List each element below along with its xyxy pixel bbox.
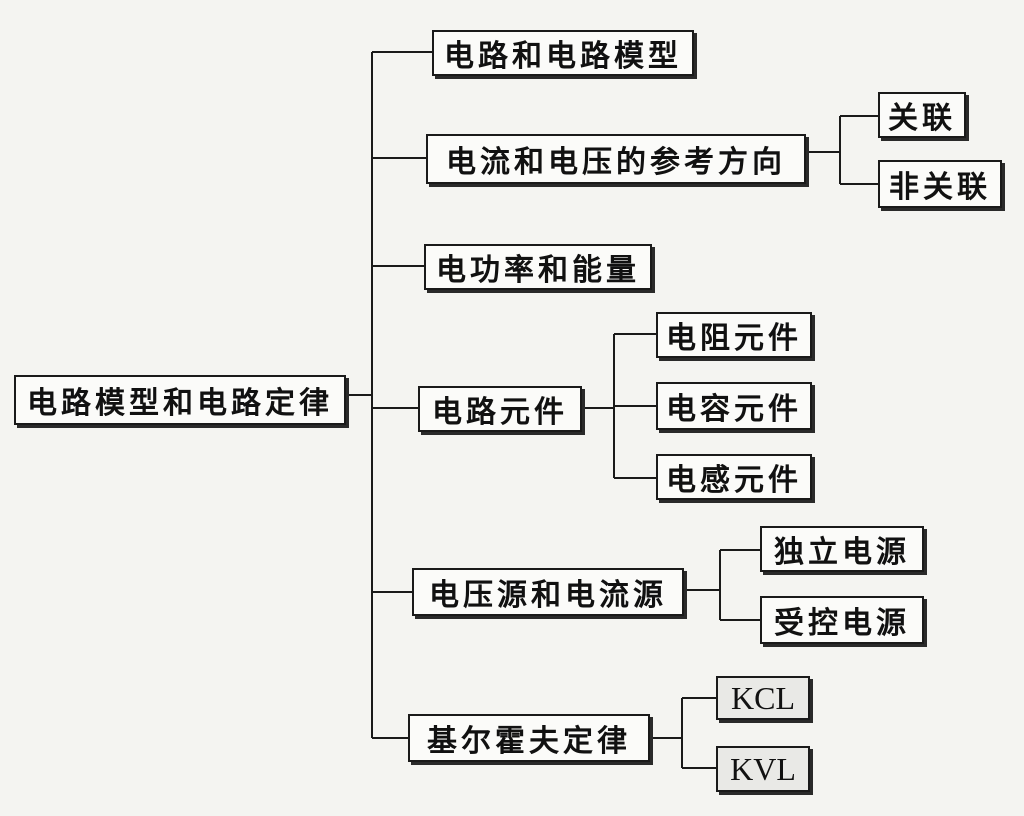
leaf-non-associated: 非关联 xyxy=(878,160,1002,208)
branch-sources: 电压源和电流源 xyxy=(412,568,684,616)
branch-kirchhoff-laws: 基尔霍夫定律 xyxy=(408,714,650,762)
leaf-capacitor: 电容元件 xyxy=(656,382,812,430)
leaf-kcl: KCL xyxy=(716,676,810,720)
leaf-inductor: 电感元件 xyxy=(656,454,812,500)
branch-circuit-model: 电路和电路模型 xyxy=(432,30,694,76)
branch-reference-direction: 电流和电压的参考方向 xyxy=(426,134,806,184)
leaf-kvl: KVL xyxy=(716,746,810,792)
leaf-associated: 关联 xyxy=(878,92,966,138)
root-node: 电路模型和电路定律 xyxy=(14,375,346,425)
branch-circuit-elements: 电路元件 xyxy=(418,386,582,432)
leaf-resistor: 电阻元件 xyxy=(656,312,812,358)
leaf-controlled-source: 受控电源 xyxy=(760,596,924,644)
leaf-independent-source: 独立电源 xyxy=(760,526,924,572)
branch-power-energy: 电功率和能量 xyxy=(424,244,652,290)
